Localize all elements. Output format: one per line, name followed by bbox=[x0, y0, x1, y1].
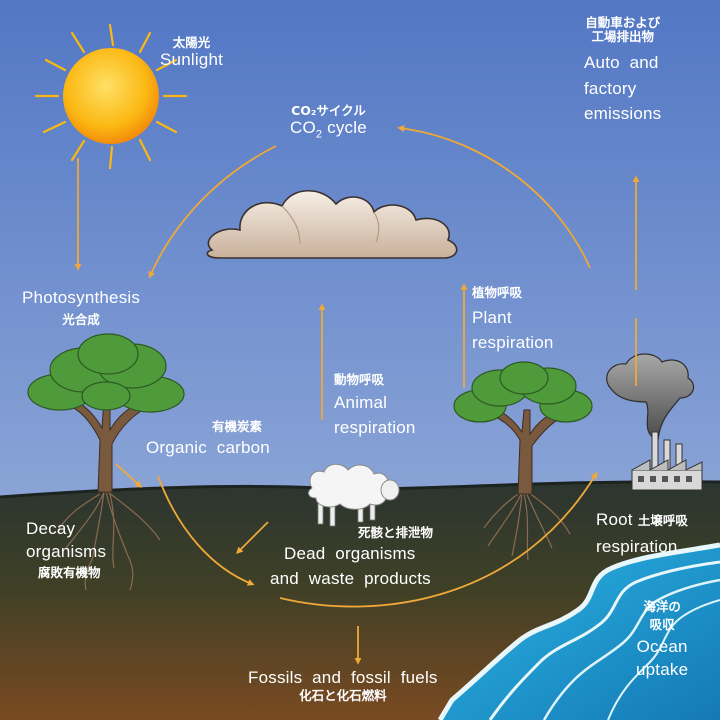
label-dead-organisms: 死骸と排泄物 Dead organisms and waste products bbox=[270, 526, 433, 591]
photosynthesis-en: Photosynthesis bbox=[22, 288, 141, 307]
animal-respiration-en-2: respiration bbox=[334, 417, 416, 437]
ocean-uptake-en-1: Ocean bbox=[636, 637, 688, 656]
label-ocean-uptake: 海洋の 吸収 Ocean uptake bbox=[636, 600, 688, 682]
sun-icon bbox=[34, 23, 188, 170]
label-fossils: Fossils and fossil fuels 化石と化石燃料 bbox=[248, 668, 438, 703]
label-organic-carbon: 有機炭素 Organic carbon bbox=[146, 419, 270, 458]
dead-organisms-en-2: and waste products bbox=[270, 568, 431, 588]
sunlight-jp: 太陽光 bbox=[172, 35, 211, 50]
label-root-respiration: Root 土壌呼吸 respiration bbox=[596, 510, 688, 556]
label-auto-emissions: 自動車および 工場排出物 Auto and factory emissions bbox=[584, 16, 661, 127]
factory-icon bbox=[606, 353, 703, 491]
arrow-to-photosynthesis bbox=[148, 145, 277, 279]
sheep-icon bbox=[308, 463, 400, 527]
label-animal-respiration: 動物呼吸 Animal respiration bbox=[334, 373, 416, 440]
ocean-icon bbox=[437, 542, 720, 720]
arrow-organic-to-waste bbox=[157, 475, 255, 586]
cycle-arrows bbox=[74, 125, 640, 665]
tree-left-icon bbox=[27, 333, 185, 591]
dead-organisms-en-1: Dead organisms bbox=[284, 544, 416, 563]
fossils-jp: 化石と化石燃料 bbox=[299, 688, 387, 704]
arrow-to-root-respiration bbox=[279, 471, 598, 608]
root-respiration-line-1: Root 土壌呼吸 bbox=[596, 510, 688, 529]
label-sunlight: 太陽光 Sunlight bbox=[160, 35, 224, 70]
arrow-atmosphere-cycle bbox=[397, 125, 591, 269]
co2-suffix: cycle bbox=[322, 118, 367, 137]
root-respiration-jp: 土壌呼吸 bbox=[637, 513, 688, 528]
plant-respiration-jp: 植物呼吸 bbox=[472, 285, 523, 300]
co2-cycle-jp: CO₂サイクル bbox=[291, 103, 366, 118]
root-respiration-en-1: Root bbox=[596, 510, 633, 529]
auto-emissions-en-2: factory bbox=[584, 78, 637, 98]
label-co2-cycle: CO₂サイクル CO2 cycle bbox=[290, 104, 367, 141]
dead-organisms-jp: 死骸と排泄物 bbox=[358, 525, 434, 540]
organic-carbon-en: Organic carbon bbox=[146, 438, 270, 457]
decay-organisms-en-1: Decay bbox=[26, 519, 76, 538]
animal-respiration-jp: 動物呼吸 bbox=[334, 372, 385, 387]
photosynthesis-jp: 光合成 bbox=[62, 312, 100, 328]
sunlight-en: Sunlight bbox=[160, 50, 224, 69]
arrow-to-dead-organisms bbox=[236, 521, 269, 554]
decay-organisms-jp: 腐敗有機物 bbox=[38, 564, 101, 580]
auto-emissions-en-1: Auto and bbox=[584, 53, 659, 72]
tree-right-icon bbox=[453, 361, 593, 561]
co2-cycle-en: CO2 cycle bbox=[290, 118, 367, 141]
auto-emissions-jp-2: 工場排出物 bbox=[591, 29, 654, 44]
auto-emissions-jp-1: 自動車および bbox=[585, 15, 661, 30]
auto-emissions-en-3: emissions bbox=[584, 104, 662, 123]
co2-prefix: CO bbox=[290, 118, 316, 137]
root-respiration-en-2: respiration bbox=[596, 537, 678, 557]
ocean-uptake-jp-1: 海洋の bbox=[643, 599, 681, 614]
ocean-uptake-jp-2: 吸収 bbox=[649, 617, 675, 632]
decay-organisms-en-2: organisms bbox=[26, 541, 107, 561]
cloud-icon bbox=[206, 190, 458, 259]
co2-subscript: 2 bbox=[315, 128, 323, 141]
label-plant-respiration: 植物呼吸 Plant respiration bbox=[472, 286, 554, 355]
arrow-to-decay bbox=[115, 463, 143, 488]
plant-respiration-en-1: Plant bbox=[472, 308, 512, 327]
animal-respiration-en-1: Animal bbox=[334, 393, 388, 412]
label-photosynthesis: Photosynthesis 光合成 bbox=[22, 288, 140, 327]
fossils-en: Fossils and fossil fuels bbox=[248, 668, 438, 687]
label-decay-organisms: Decay organisms 腐敗有機物 bbox=[26, 518, 106, 580]
organic-carbon-jp: 有機炭素 bbox=[211, 419, 262, 434]
plant-respiration-en-2: respiration bbox=[472, 332, 554, 352]
ocean-uptake-en-2: uptake bbox=[636, 659, 689, 679]
